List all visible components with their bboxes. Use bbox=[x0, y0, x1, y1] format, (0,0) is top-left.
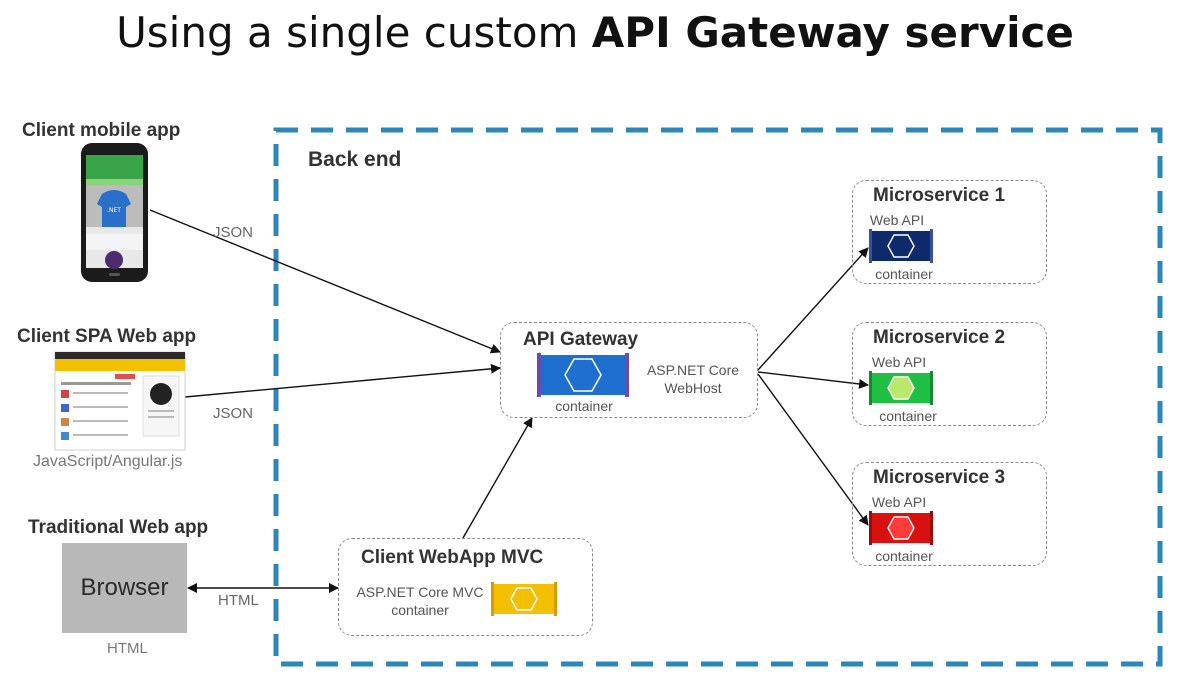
mvc-tech-line1: ASP.NET Core MVC bbox=[356, 584, 484, 600]
api-gateway-box: API Gateway container ASP.NET Core WebHo… bbox=[500, 322, 758, 418]
microservice-3-title: Microservice 3 bbox=[873, 467, 1006, 488]
svg-text:.NET: .NET bbox=[107, 207, 121, 214]
microservice-1-container-icon bbox=[869, 229, 933, 263]
microservice-3-container-icon bbox=[869, 511, 933, 545]
backend-label: Back end bbox=[308, 148, 402, 171]
api-gateway-tech-line1: ASP.NET Core bbox=[646, 362, 740, 378]
phone-image: .NET bbox=[81, 143, 148, 282]
spa-tech-label: JavaScript/Angular.js bbox=[33, 453, 183, 470]
microservice-2-box: Microservice 2 Web API container bbox=[852, 322, 1047, 426]
microservice-2-title: Microservice 2 bbox=[873, 327, 1006, 348]
arrow-gateway-to-ms2 bbox=[757, 371, 869, 389]
spa-app-label: Client SPA Web app bbox=[17, 326, 197, 347]
microservice-2-container-icon bbox=[869, 371, 933, 405]
microservice-1-title: Microservice 1 bbox=[873, 185, 1006, 206]
mobile-json-label: JSON bbox=[213, 224, 254, 241]
arrow-mobile-to-gateway bbox=[149, 209, 501, 354]
mobile-app-label: Client mobile app bbox=[22, 120, 181, 141]
microservice-1-box: Microservice 1 Web API container bbox=[852, 180, 1047, 284]
browser-html-protocol-label: HTML bbox=[218, 592, 259, 609]
arrow-mvc-to-gateway bbox=[462, 417, 533, 539]
microservice-3-box: Microservice 3 Web API container bbox=[852, 462, 1047, 566]
browser-html-label: HTML bbox=[107, 640, 148, 657]
arrow-gateway-to-ms3 bbox=[757, 373, 869, 526]
spa-json-label: JSON bbox=[213, 405, 254, 422]
client-webapp-mvc-box: Client WebApp MVC ASP.NET Core MVC conta… bbox=[338, 538, 593, 636]
mvc-container-icon bbox=[491, 582, 557, 616]
microservice-3-api-label: Web API bbox=[871, 494, 927, 510]
microservice-2-api-label: Web API bbox=[871, 354, 927, 370]
mvc-title: Client WebApp MVC bbox=[361, 547, 544, 568]
spa-screenshot-image bbox=[54, 351, 186, 451]
microservice-2-container-label: container bbox=[879, 408, 937, 424]
browser-box: Browser bbox=[62, 543, 187, 633]
arrow-gateway-to-ms1 bbox=[757, 247, 869, 371]
microservice-1-api-label: Web API bbox=[869, 212, 925, 228]
api-gateway-title: API Gateway bbox=[523, 329, 639, 350]
api-gateway-container-label: container bbox=[555, 398, 613, 414]
traditional-app-label: Traditional Web app bbox=[28, 517, 209, 538]
microservice-3-container-label: container bbox=[875, 548, 933, 564]
api-gateway-container-icon bbox=[537, 353, 629, 397]
arrow-spa-to-gateway bbox=[184, 363, 501, 398]
page-title: Using a single custom API Gateway servic… bbox=[116, 8, 1074, 57]
microservice-1-container-label: container bbox=[875, 266, 933, 282]
api-gateway-tech-line2: WebHost bbox=[664, 380, 722, 396]
mvc-tech-line2: container bbox=[391, 602, 449, 618]
